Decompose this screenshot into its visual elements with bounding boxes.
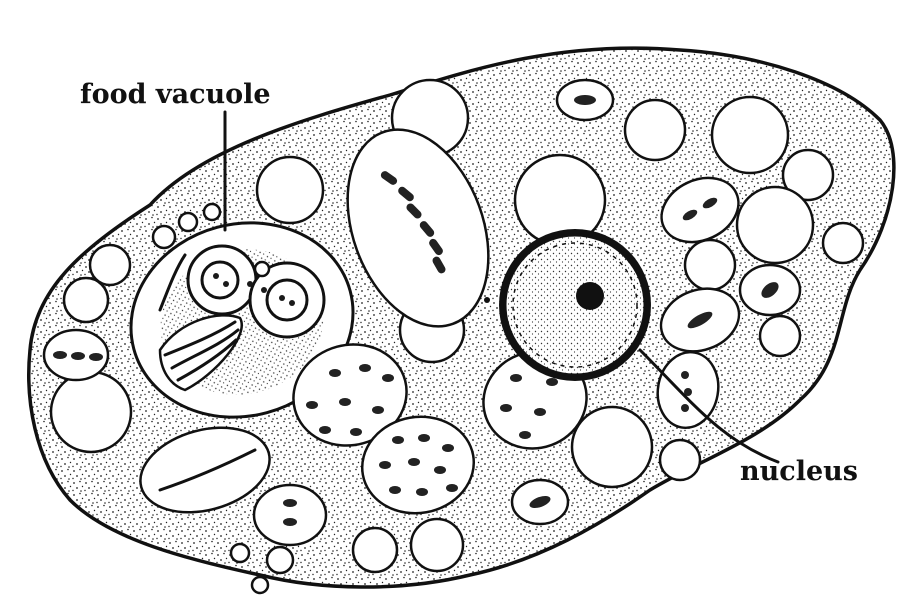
nucleus-label: nucleus [740,456,858,487]
food-vacuole-label: food vacuole [80,79,271,110]
nucleolus [576,282,604,310]
